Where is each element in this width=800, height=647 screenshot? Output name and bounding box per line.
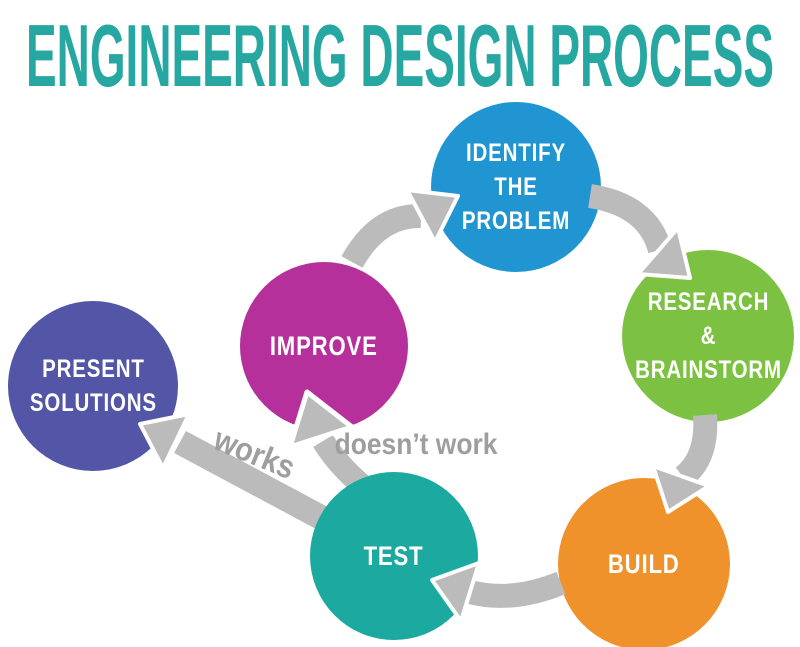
arrow-research-to-build-shaft bbox=[675, 414, 718, 487]
stage-research-line-2: & bbox=[700, 322, 716, 350]
page-title: ENGINEERING DESIGN PROCESS bbox=[26, 6, 774, 100]
arrow-build-to-test-shaft bbox=[466, 571, 566, 608]
stage-build: BUILD bbox=[558, 478, 730, 647]
stage-present-line-1: PRESENT bbox=[41, 355, 145, 383]
stage-build-label: BUILD bbox=[608, 547, 680, 581]
stage-improve-line-1: IMPROVE bbox=[270, 331, 378, 361]
stage-identify-line-2: THE bbox=[494, 173, 538, 201]
stage-identify-line-3: PROBLEM bbox=[461, 207, 571, 235]
stage-present-line-2: SOLUTIONS bbox=[29, 389, 157, 417]
title-banner: ENGINEERING DESIGN PROCESS bbox=[26, 6, 774, 100]
branch-label-doesnt-work: doesn’t work bbox=[334, 428, 498, 461]
stage-improve-label: IMPROVE bbox=[270, 329, 378, 363]
stage-test-line-1: TEST bbox=[364, 541, 424, 571]
stage-present-label: PRESENT SOLUTIONS bbox=[30, 352, 157, 420]
stage-identify-label: IDENTIFY THE PROBLEM bbox=[462, 136, 570, 238]
stage-present-solutions: PRESENT SOLUTIONS bbox=[8, 301, 178, 471]
stage-identify-the-problem: IDENTIFY THE PROBLEM bbox=[431, 102, 601, 272]
stage-research-brainstorm: RESEARCH & BRAINSTORM bbox=[622, 250, 794, 422]
stage-improve: IMPROVE bbox=[240, 262, 408, 430]
branch-label-works: works bbox=[208, 420, 301, 486]
stage-research-line-1: RESEARCH bbox=[647, 288, 769, 316]
stage-test-label: TEST bbox=[364, 539, 424, 573]
stage-research-line-3: BRAINSTORM bbox=[634, 356, 782, 384]
stage-research-label: RESEARCH & BRAINSTORM bbox=[635, 285, 782, 387]
stage-build-line-1: BUILD bbox=[608, 549, 680, 579]
stage-test: TEST bbox=[310, 472, 478, 640]
arrow-improve-to-identify-shaft bbox=[341, 204, 422, 269]
arrow-identify-to-research-shaft bbox=[587, 184, 672, 254]
stage-identify-line-1: IDENTIFY bbox=[466, 139, 566, 167]
